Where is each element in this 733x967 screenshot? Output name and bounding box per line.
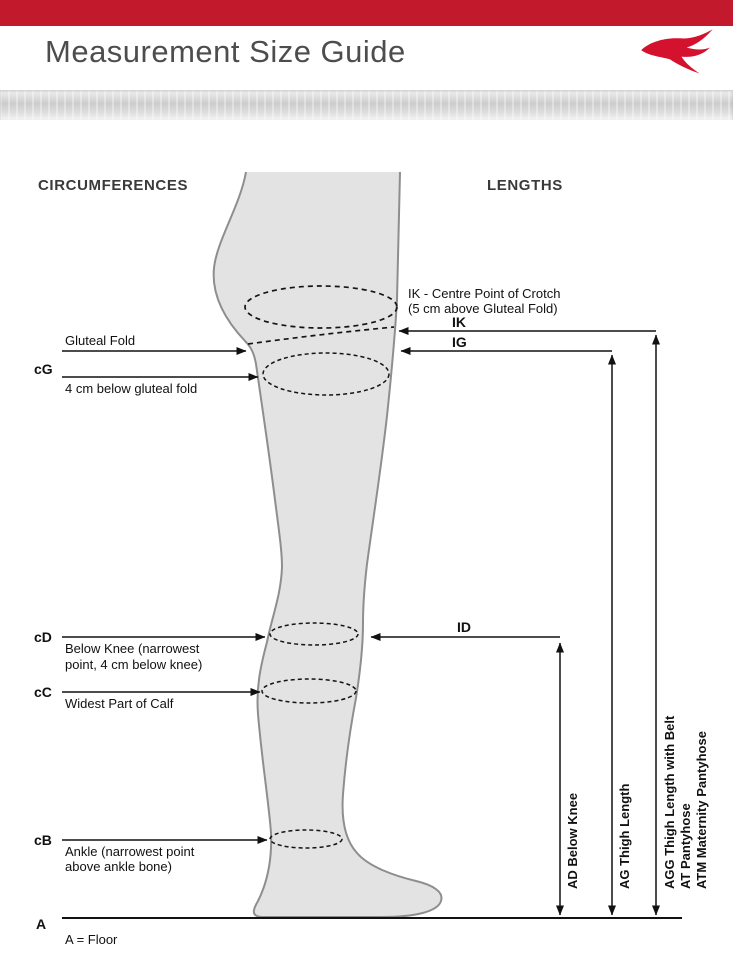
cb-description-line2: above ankle bone): [65, 859, 172, 874]
cg-description: 4 cm below gluteal fold: [65, 381, 197, 396]
a-floor-label: A = Floor: [65, 932, 118, 947]
cg-code: cG: [34, 361, 53, 377]
ik-code: IK: [452, 314, 466, 330]
cd-code: cD: [34, 629, 52, 645]
id-code: ID: [457, 619, 471, 635]
cd-description-line1: Below Knee (narrowest: [65, 641, 200, 656]
agg-thigh-length-with-belt-label: AGG Thigh Length with Belt: [662, 715, 677, 889]
circumferences-heading: CIRCUMFERENCES: [38, 177, 188, 194]
page-title: Measurement Size Guide: [45, 34, 406, 69]
ig-code: IG: [452, 334, 467, 350]
top-red-bar: [0, 0, 733, 26]
atm-maternity-pantyhose-label: ATM Maternity Pantyhose: [694, 731, 709, 889]
thigh-circumference-ellipse: [262, 352, 390, 396]
cd-description-line2: point, 4 cm below knee): [65, 657, 202, 672]
ad-below-knee-label: AD Below Knee: [565, 793, 580, 889]
gluteal-fold-dashed-line: [247, 326, 395, 345]
calf-circumference-ellipse: [261, 678, 357, 704]
below-knee-circumference-ellipse: [269, 622, 359, 646]
a-code: A: [36, 916, 46, 932]
gluteal-fold-label: Gluteal Fold: [65, 333, 135, 348]
decorative-texture-band: [0, 90, 733, 120]
cc-description: Widest Part of Calf: [65, 696, 174, 711]
cb-code: cB: [34, 832, 52, 848]
cc-code: cC: [34, 684, 52, 700]
at-pantyhose-label: AT Pantyhose: [678, 803, 693, 889]
crotch-level-dashed-ellipse: [244, 285, 398, 329]
ankle-circumference-ellipse: [269, 829, 343, 849]
brand-bird-logo-icon: [641, 29, 713, 74]
bird-shape: [641, 29, 713, 74]
ik-note-line2: (5 cm above Gluteal Fold): [408, 301, 558, 316]
cb-description-line1: Ankle (narrowest point: [65, 844, 195, 859]
leg-illustration: [212, 171, 443, 918]
ik-note-line1: IK - Centre Point of Crotch: [408, 286, 560, 301]
ag-thigh-length-label: AG Thigh Length: [617, 784, 632, 889]
lengths-heading: LENGTHS: [487, 177, 563, 194]
